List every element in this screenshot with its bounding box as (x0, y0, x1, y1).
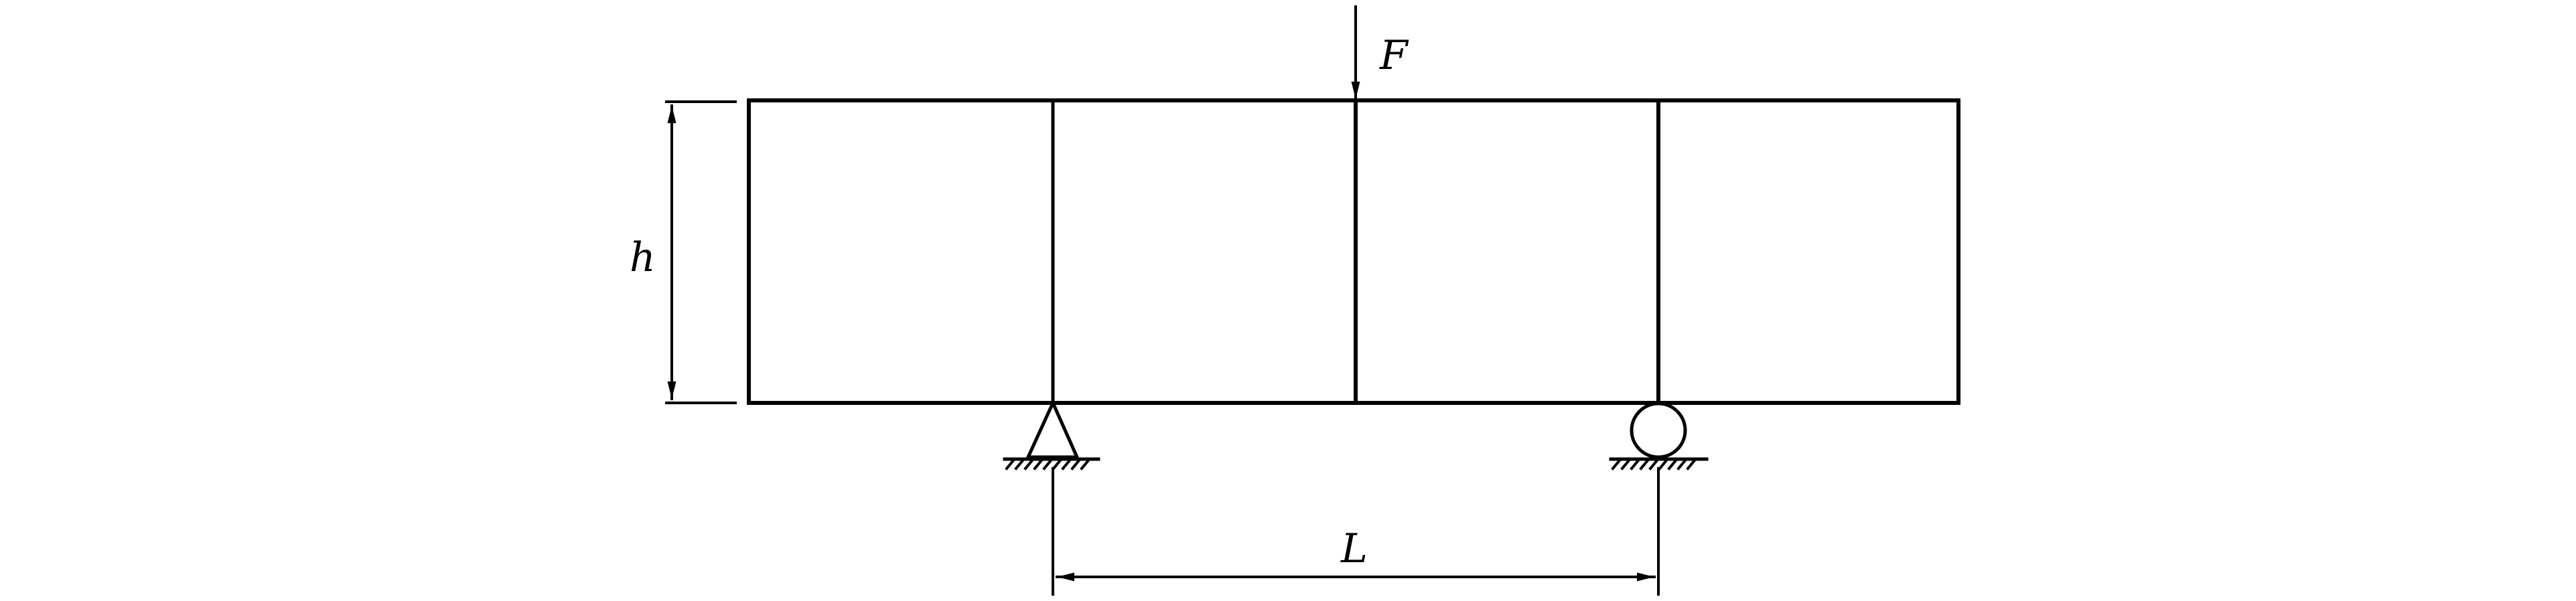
pin-support (1003, 398, 1100, 470)
force-label: F (1379, 32, 1409, 79)
span-label: L (1340, 525, 1368, 572)
height-label: h (630, 234, 656, 281)
roller-support (1609, 402, 1709, 470)
